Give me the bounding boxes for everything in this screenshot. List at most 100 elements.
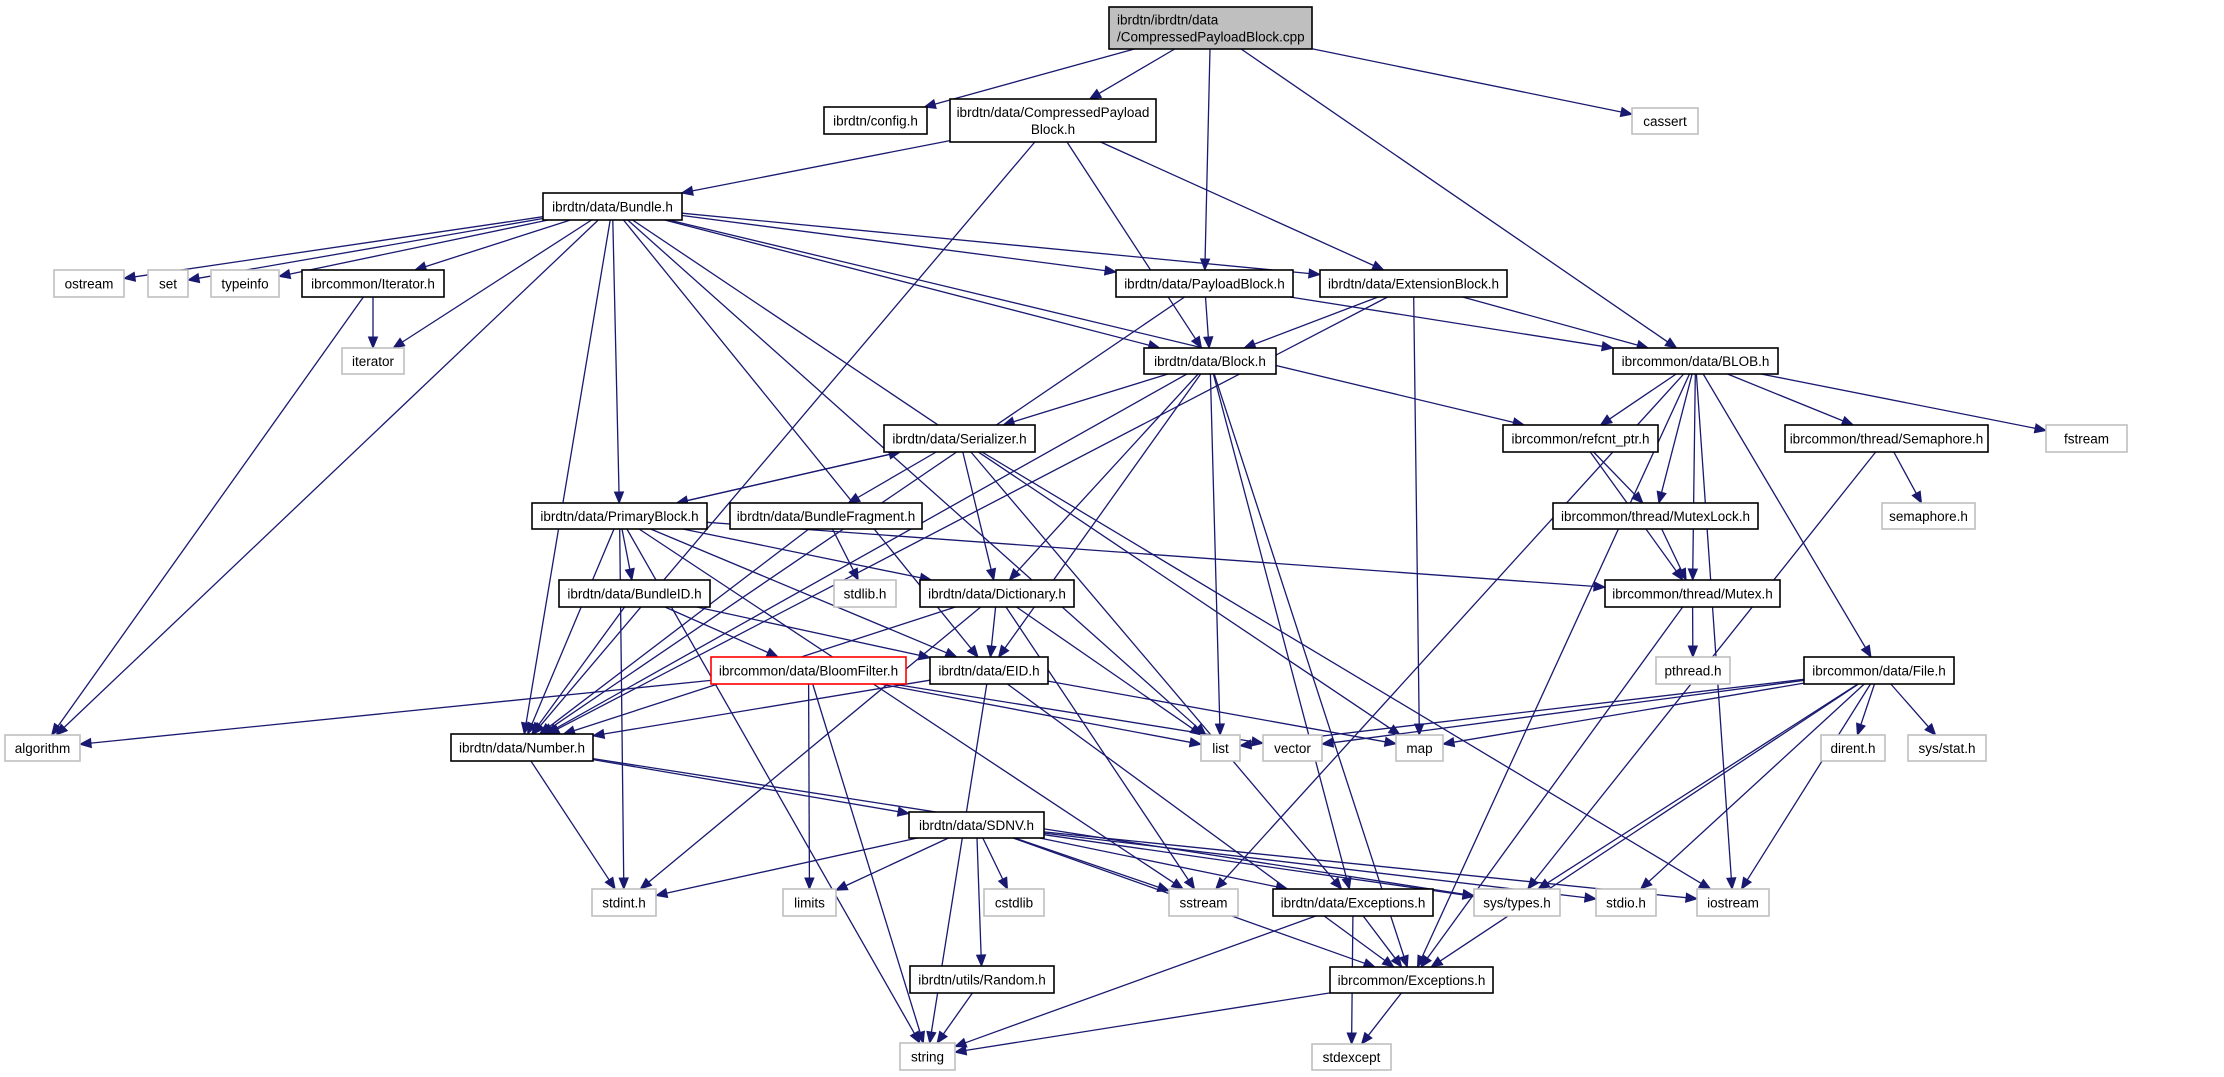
node-label: iterator xyxy=(352,354,395,369)
edge-primary-to-mutex xyxy=(706,521,1607,592)
node-box xyxy=(4,734,81,762)
node-box xyxy=(1881,502,1976,530)
edge-blob-to-sstream xyxy=(1214,373,1685,890)
edge-number-to-sdnv xyxy=(592,758,911,817)
node-box xyxy=(2045,424,2128,453)
node-set: set xyxy=(147,269,189,298)
node-serializer[interactable]: ibrdtn/data/Serializer.h xyxy=(883,424,1036,453)
node-number[interactable]: ibrdtn/data/Number.h xyxy=(450,733,594,762)
arrowhead-icon xyxy=(1441,736,1456,748)
edge-cpp-to-payload xyxy=(1199,48,1211,272)
node-box xyxy=(1595,888,1657,917)
edge-line xyxy=(134,216,544,278)
edge-bloom-to-algorithm xyxy=(78,679,712,749)
arrowhead-icon xyxy=(50,722,63,737)
node-fragment[interactable]: ibrdtn/data/BundleFragment.h xyxy=(729,502,923,530)
node-label: ibrcommon/data/BloomFilter.h xyxy=(719,664,898,679)
node-label: fstream xyxy=(2064,432,2109,447)
node-semaphoreh[interactable]: ibrcommon/thread/Semaphore.h xyxy=(1784,424,1989,453)
node-label: ibrdtn/data/SDNV.h xyxy=(919,818,1034,833)
node-iteratorh[interactable]: ibrcommon/Iterator.h xyxy=(301,269,445,298)
arrowhead-icon xyxy=(654,887,669,899)
arrowhead-icon xyxy=(953,1037,968,1048)
edge-line xyxy=(976,837,982,956)
node-blob[interactable]: ibrcommon/data/BLOB.h xyxy=(1612,347,1779,375)
node-box xyxy=(53,269,125,298)
edge-line xyxy=(627,219,1199,729)
edge-line xyxy=(1332,679,1805,744)
node-cpp[interactable]: ibrdtn/ibrdtn/data/CompressedPayloadBloc… xyxy=(1108,6,1313,50)
node-label: cstdlib xyxy=(995,896,1033,911)
arrowhead-icon xyxy=(1619,106,1634,118)
node-extension[interactable]: ibrdtn/data/ExtensionBlock.h xyxy=(1319,269,1508,298)
arrowhead-icon xyxy=(1238,739,1253,750)
node-box xyxy=(1696,888,1770,917)
node-semaphore: semaphore.h xyxy=(1881,502,1976,530)
node-box xyxy=(729,502,923,530)
edge-fragment-to-number xyxy=(538,528,810,735)
node-box xyxy=(1820,734,1886,762)
edge-dictionary-to-sstream xyxy=(1005,606,1196,891)
node-box xyxy=(1319,269,1508,298)
node-block[interactable]: ibrdtn/data/Block.h xyxy=(1143,347,1277,375)
node-box xyxy=(1612,347,1779,375)
node-label: semaphore.h xyxy=(1889,509,1968,524)
node-bundleid[interactable]: ibrdtn/data/BundleID.h xyxy=(558,579,711,608)
edge-number-to-stdint xyxy=(530,760,616,891)
node-box xyxy=(147,269,189,298)
edge-bundle-to-typeinfo xyxy=(277,219,549,280)
edge-primary-to-dictionary xyxy=(682,528,933,583)
edge-line xyxy=(892,683,1253,743)
edge-line xyxy=(1609,373,1677,420)
arrowhead-icon xyxy=(926,1030,937,1045)
edge-blob-to-mutexlock xyxy=(1656,373,1693,505)
arrowhead-icon xyxy=(1381,956,1395,968)
node-box xyxy=(1604,579,1781,608)
arrowhead-icon xyxy=(1697,878,1712,890)
node-label: ibrcommon/data/File.h xyxy=(1812,664,1946,679)
node-bloom[interactable]: ibrcommon/data/BloomFilter.h xyxy=(710,656,907,685)
node-sdnv[interactable]: ibrdtn/data/SDNV.h xyxy=(908,811,1045,839)
node-bundle[interactable]: ibrdtn/data/Bundle.h xyxy=(542,192,683,221)
node-label: sstream xyxy=(1179,896,1227,911)
edge-line xyxy=(632,219,1392,730)
node-label: set xyxy=(159,277,177,292)
edge-line xyxy=(857,451,937,499)
edge-eid-to-map xyxy=(1047,680,1398,747)
arrowhead-icon xyxy=(1088,88,1103,100)
edge-blob-to-mutex xyxy=(1687,373,1699,582)
node-comexc[interactable]: ibrcommon/Exceptions.h xyxy=(1329,966,1494,994)
edge-line xyxy=(845,837,949,887)
edge-line xyxy=(1066,141,1197,340)
node-file[interactable]: ibrcommon/data/File.h xyxy=(1803,656,1955,685)
node-config[interactable]: ibrdtn/config.h xyxy=(823,106,928,135)
arrowhead-icon xyxy=(914,1030,925,1045)
edge-bundle-to-block xyxy=(664,219,1161,351)
node-cpbh[interactable]: ibrdtn/data/CompressedPayloadBlock.h xyxy=(949,98,1157,143)
edge-eid-to-number xyxy=(591,679,931,740)
node-dtnexc[interactable]: ibrdtn/data/Exceptions.h xyxy=(1272,888,1434,917)
node-refcnt[interactable]: ibrcommon/refcnt_ptr.h xyxy=(1502,424,1659,453)
edge-line xyxy=(1005,606,1189,881)
node-box xyxy=(1631,107,1699,135)
node-mutexlock[interactable]: ibrcommon/thread/MutexLock.h xyxy=(1552,502,1759,530)
node-payload[interactable]: ibrdtn/data/PayloadBlock.h xyxy=(1115,269,1294,298)
edge-line xyxy=(63,219,599,728)
edge-line xyxy=(1043,831,1687,899)
node-mutex[interactable]: ibrcommon/thread/Mutex.h xyxy=(1604,579,1781,608)
edge-payload-to-block xyxy=(1203,296,1214,350)
node-stdlib: stdlib.h xyxy=(833,579,897,608)
node-iostream: iostream xyxy=(1696,888,1770,917)
node-cstdlib: cstdlib xyxy=(983,888,1045,917)
edge-blob-to-refcnt xyxy=(1599,373,1677,426)
edge-line xyxy=(1462,296,1638,346)
edge-line xyxy=(1250,678,1805,746)
node-box xyxy=(1311,1043,1392,1071)
edge-cpbh-to-bundle xyxy=(680,139,951,196)
node-primary[interactable]: ibrdtn/data/PrimaryBlock.h xyxy=(531,502,708,530)
node-eid[interactable]: ibrdtn/data/EID.h xyxy=(929,656,1049,685)
edge-line xyxy=(1727,373,1844,422)
node-systypes: sys/types.h xyxy=(1473,888,1561,917)
node-dictionary[interactable]: ibrdtn/data/Dictionary.h xyxy=(919,579,1075,608)
node-random[interactable]: ibrdtn/utils/Random.h xyxy=(909,965,1055,994)
